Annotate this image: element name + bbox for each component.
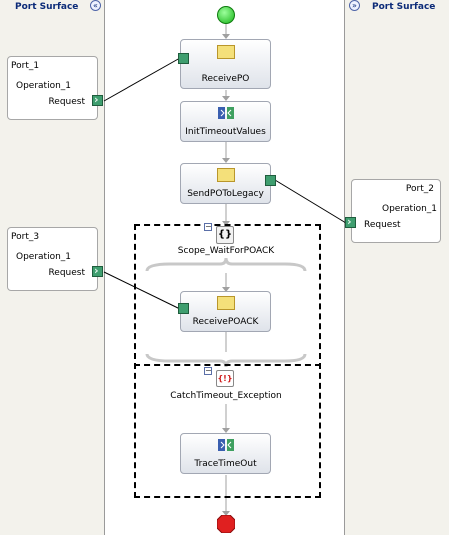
flow-arrowhead <box>222 511 230 516</box>
scope-open-brace <box>145 257 307 272</box>
catch-label: CatchTimeout_Exception <box>170 391 282 401</box>
port-3-operation: Operation_1 <box>16 252 72 262</box>
scope-collapse-icon[interactable]: − <box>204 222 212 231</box>
scope-divider <box>134 364 321 366</box>
envelope-receive-icon <box>216 296 235 310</box>
scope-label: Scope_WaitForPOACK <box>177 246 275 256</box>
scope-brace-icon: {} <box>216 226 234 244</box>
flow-arrowhead <box>222 96 230 101</box>
envelope-send-icon <box>216 168 235 182</box>
send-po-to-legacy-shape[interactable]: SendPOToLegacy <box>180 163 271 204</box>
start-circle-icon <box>217 6 235 24</box>
init-timeout-values-label: InitTimeoutValues <box>185 127 266 137</box>
double-chevron-right-icon[interactable]: » <box>349 0 360 11</box>
binding-port1-receivepo <box>103 57 181 102</box>
port-3-request-handle-icon[interactable] <box>92 264 103 277</box>
send-po-port-handle-icon[interactable] <box>265 175 276 186</box>
double-chevron-left-icon[interactable]: « <box>90 0 101 11</box>
scope-close-brace <box>145 353 307 368</box>
flow-arrowhead <box>222 34 230 39</box>
receive-poack-label: ReceivePOACK <box>192 317 259 327</box>
port-2[interactable]: Port_2 Operation_1 Request <box>351 179 441 243</box>
exception-icon: {!} <box>216 370 234 387</box>
flow-arrowhead <box>222 287 230 292</box>
port-1-operation: Operation_1 <box>16 81 72 91</box>
right-surface-title: Port Surface <box>372 2 436 12</box>
receive-po-port-handle-icon[interactable] <box>178 53 189 64</box>
right-port-surface: » Port Surface <box>344 0 449 535</box>
expression-icon <box>217 438 235 452</box>
receive-poack-shape[interactable]: ReceivePOACK <box>180 291 271 332</box>
port-2-request-handle-icon[interactable] <box>345 215 356 228</box>
receive-po-shape[interactable]: ReceivePO <box>180 39 271 89</box>
port-3[interactable]: Port_3 Operation_1 Request <box>7 227 98 291</box>
expression-icon <box>217 106 235 120</box>
port-3-request: Request <box>48 268 85 278</box>
left-surface-title: Port Surface <box>15 2 79 12</box>
port-2-request: Request <box>364 220 401 230</box>
trace-timeout-shape[interactable]: TraceTimeOut <box>180 433 271 474</box>
port-3-name: Port_3 <box>11 232 40 242</box>
trace-timeout-label: TraceTimeOut <box>194 459 257 469</box>
port-2-operation: Operation_1 <box>382 204 438 214</box>
port-1-request: Request <box>48 97 85 107</box>
send-po-to-legacy-label: SendPOToLegacy <box>187 189 264 199</box>
envelope-receive-icon <box>216 45 235 59</box>
catch-collapse-icon[interactable]: − <box>204 366 212 375</box>
flow-arrowhead <box>222 428 230 433</box>
flow-arrowhead <box>222 221 230 226</box>
receive-po-label: ReceivePO <box>201 74 250 84</box>
binding-sendpo-port2 <box>274 179 347 224</box>
port-1-name: Port_1 <box>11 61 40 71</box>
scope-frame <box>134 224 321 498</box>
stop-octagon-icon <box>217 515 235 533</box>
port-2-name: Port_2 <box>405 184 434 194</box>
port-1[interactable]: Port_1 Operation_1 Request <box>7 56 98 120</box>
binding-port3-receivepoack <box>103 271 181 310</box>
port-1-request-handle-icon[interactable] <box>92 93 103 106</box>
init-timeout-values-shape[interactable]: InitTimeoutValues <box>180 101 271 142</box>
receive-poack-port-handle-icon[interactable] <box>178 303 189 314</box>
flow-arrowhead <box>222 158 230 163</box>
